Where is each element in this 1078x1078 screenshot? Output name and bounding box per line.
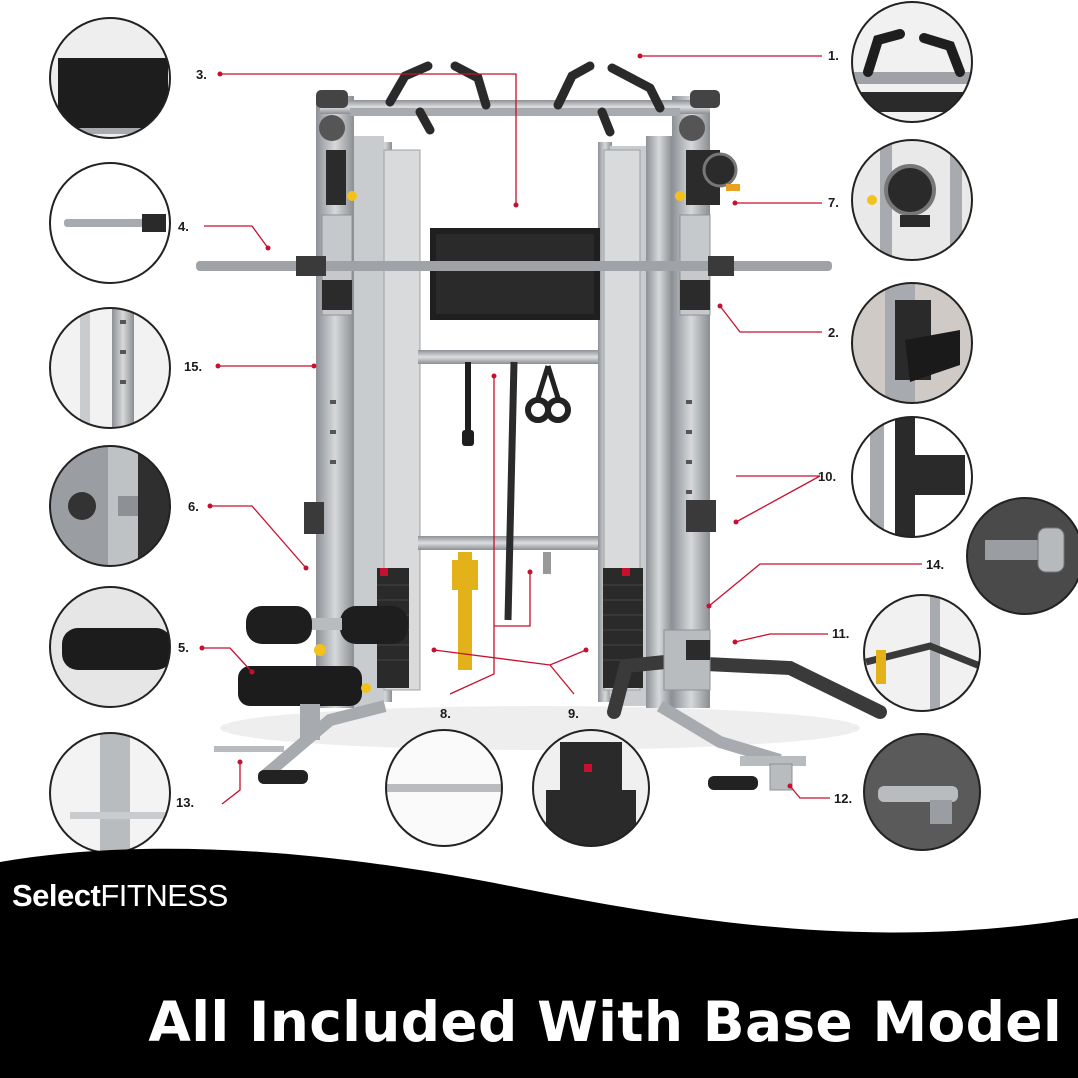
callout-11: 11. (832, 626, 849, 641)
detail-thumb-13-storage-peg (49, 732, 171, 854)
callout-14: 14. (926, 557, 944, 572)
detail-thumb-2-safety-catch (851, 282, 973, 404)
detail-thumb-14-plate-storage (966, 497, 1078, 615)
callout-15: 15. (184, 359, 202, 374)
callout-9: 9. (568, 706, 579, 721)
detail-thumb-15-upright-rail (49, 307, 171, 429)
callout-4: 4. (178, 219, 189, 234)
tagline: All Included With Base Model (148, 990, 1062, 1054)
detail-thumb-8-crossbar (385, 729, 503, 847)
bottom-banner (0, 848, 1078, 1078)
detail-thumb-6-pivot-bolt (49, 445, 171, 567)
leader-lines (202, 55, 922, 805)
brand-name-bold: Select (12, 878, 101, 913)
detail-thumb-10-spotter-arm (851, 416, 973, 538)
callout-12: 12. (834, 791, 852, 806)
callout-6: 6. (188, 499, 199, 514)
detail-thumb-11-landmine-row (863, 594, 981, 712)
detail-thumb-1-pullup-handles (851, 1, 973, 123)
detail-thumb-4-olympic-bar (49, 162, 171, 284)
callout-5: 5. (178, 640, 189, 655)
callout-3: 3. (196, 67, 207, 82)
functional-trainer-machine (196, 61, 887, 791)
callout-13: 13. (176, 795, 194, 810)
detail-thumb-12-base-foot (863, 733, 981, 851)
detail-thumb-5-seat-pad (49, 586, 171, 708)
callout-8: 8. (440, 706, 451, 721)
callout-labels: 1. 2. 3. 4. 5. 6. 7. 8. 9. 10. 11. 12. 1… (176, 48, 944, 810)
leader-dots (199, 53, 793, 789)
callout-1: 1. (828, 48, 839, 63)
detail-thumb-7-adjustable-pulley (851, 139, 973, 261)
callout-7: 7. (828, 195, 839, 210)
brand-name-regular: FITNESS (100, 878, 228, 913)
callout-2: 2. (828, 325, 839, 340)
brand-logo: SelectFITNESS (12, 878, 228, 914)
detail-thumb-3-back-pad (49, 17, 171, 139)
callout-10: 10. (818, 469, 836, 484)
detail-thumb-9-weight-stack (532, 729, 650, 847)
